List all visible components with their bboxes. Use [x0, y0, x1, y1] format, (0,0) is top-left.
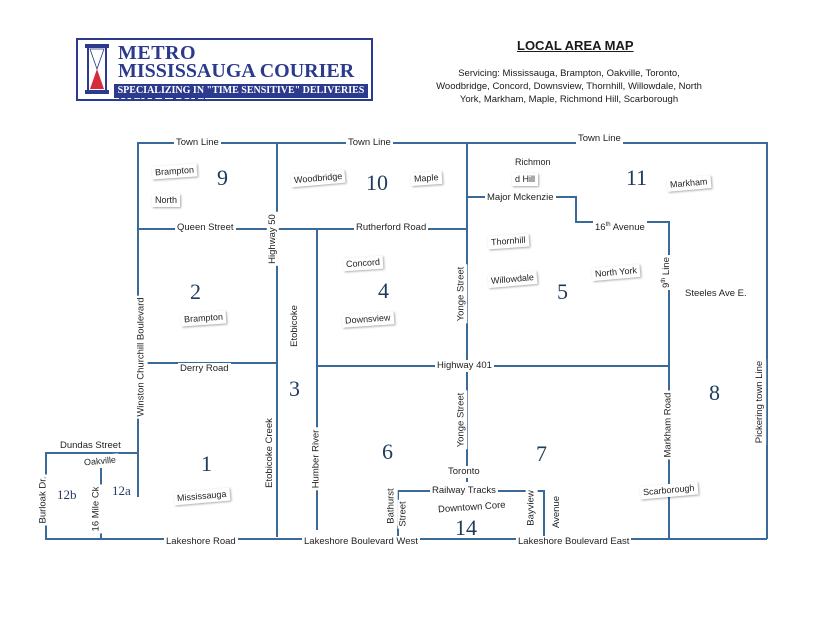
- road-label-avenue: Avenue: [551, 493, 564, 531]
- hourglass-icon: [85, 44, 109, 94]
- road-label-derry-road: Derry Road: [178, 363, 231, 375]
- road-label-lakeshore-east: Lakeshore Boulevard East: [516, 536, 632, 548]
- road-label-pickering-town-line: Pickering town Line: [754, 358, 767, 446]
- town-line-road: [137, 142, 767, 144]
- road-label-16th-avenue: 16th Avenue: [593, 219, 647, 235]
- queen-rutherford-road: [137, 228, 467, 230]
- company-logo: METRO MISSISSAUGA COURIER SERVICE SPECIA…: [76, 38, 373, 105]
- road-label-major-mckenzie: Major Mckenzie: [485, 192, 556, 204]
- road-label-town-line: Town Line: [576, 133, 623, 145]
- map-title: LOCAL AREA MAP: [517, 38, 634, 53]
- road-label-burloak-dr: Burloak Dr.: [37, 474, 50, 526]
- place-north: North: [152, 194, 181, 207]
- road-label-humber-river: Humber River: [310, 427, 323, 491]
- road-label-9th-line: 9th Line: [657, 255, 674, 291]
- place-woodbridge: Woodbridge: [290, 169, 346, 188]
- road-label-town-line: Town Line: [174, 137, 221, 149]
- logo-line-1: METRO: [118, 42, 197, 64]
- road-label-etobicoke: Etobicoke: [288, 303, 301, 349]
- zone-11: 11: [626, 165, 648, 190]
- place-thornhill: Thornhill: [487, 233, 529, 250]
- dundas-street-road: [45, 452, 138, 454]
- zone-12b: 12b: [57, 487, 77, 502]
- place-downsview: Downsview: [341, 311, 394, 328]
- zone-3: 3: [289, 376, 300, 401]
- derry-road: [137, 362, 277, 364]
- road-label-rutherford-road: Rutherford Road: [354, 222, 429, 234]
- road-label-winston-churchill: Winston Churchill Boulevard: [135, 295, 148, 419]
- highway-50-road: [276, 142, 278, 537]
- road-label-queen-street: Queen Street: [175, 222, 236, 234]
- zone-6: 6: [382, 439, 393, 464]
- place-maple: Maple: [410, 170, 442, 187]
- place-concord: Concord: [342, 255, 384, 272]
- zone-8: 8: [709, 380, 720, 405]
- place-scarborough: Scarborough: [639, 481, 699, 500]
- zone-7: 7: [536, 441, 547, 466]
- road-label-markham-road: Markham Road: [662, 390, 675, 460]
- road-label-yonge-street-north: Yonge Street: [455, 264, 468, 324]
- logo-tagline: SPECIALIZING IN "TIME SENSITIVE" DELIVER…: [114, 84, 368, 98]
- zone-1: 1: [201, 451, 212, 476]
- place-oakville: Oakville: [80, 453, 120, 470]
- place-richmond: Richmon: [512, 156, 554, 169]
- zone-10: 10: [366, 170, 388, 195]
- bayview-road: [543, 490, 545, 538]
- servicing-areas: Servicing: Mississauga, Brampton, Oakvil…: [436, 68, 702, 105]
- road-label-highway-401: Highway 401: [435, 360, 494, 372]
- road-label-bayview: Bayview: [525, 488, 538, 528]
- road-label-street: Street: [397, 499, 410, 529]
- humber-river-road: [316, 228, 318, 530]
- place-mississauga: Mississauga: [173, 487, 230, 506]
- pickering-town-line-road: [766, 142, 768, 539]
- ninth-line-road: [668, 221, 670, 539]
- place-brampton-2: Brampton: [180, 310, 227, 327]
- road-label-highway-50: Highway 50: [266, 212, 279, 266]
- road-label-yonge-street-south: Yonge Street: [455, 390, 468, 450]
- road-label-railway-tracks: Railway Tracks: [430, 485, 498, 497]
- road-label-town-line: Town Line: [346, 137, 393, 149]
- zone-9: 9: [217, 165, 228, 190]
- road-label-lakeshore-road: Lakeshore Road: [164, 536, 238, 548]
- zone-2: 2: [190, 279, 201, 304]
- place-brampton: Brampton: [151, 163, 198, 180]
- logo-line-2: MISSISSAUGA COURIER SERVICE: [118, 60, 355, 105]
- road-label-16-mile-ck: 16 Mile Ck: [90, 484, 103, 534]
- road-label-bathurst: Bathurst: [385, 486, 398, 526]
- place-d-hill: d Hill: [512, 173, 539, 186]
- zone-12a: 12a: [112, 483, 131, 498]
- road-label-steeles-ave: Steeles Ave E.: [683, 288, 749, 300]
- place-willowdale: Willowdale: [487, 270, 538, 289]
- major-mckenzie-jog: [575, 196, 577, 222]
- place-markham: Markham: [666, 175, 711, 192]
- road-label-etobicoke-creek: Etobicoke Creek: [263, 416, 276, 490]
- zone-5: 5: [557, 279, 568, 304]
- place-north-york: North York: [591, 263, 641, 282]
- zone-14: 14: [455, 515, 477, 540]
- road-label-lakeshore-west: Lakeshore Boulevard West: [302, 536, 420, 548]
- road-label-toronto: Toronto: [446, 466, 482, 478]
- zone-4: 4: [378, 278, 389, 303]
- road-label-dundas-street: Dundas Street: [58, 440, 123, 452]
- road-label-downtown-core: Downtown Core: [435, 499, 508, 517]
